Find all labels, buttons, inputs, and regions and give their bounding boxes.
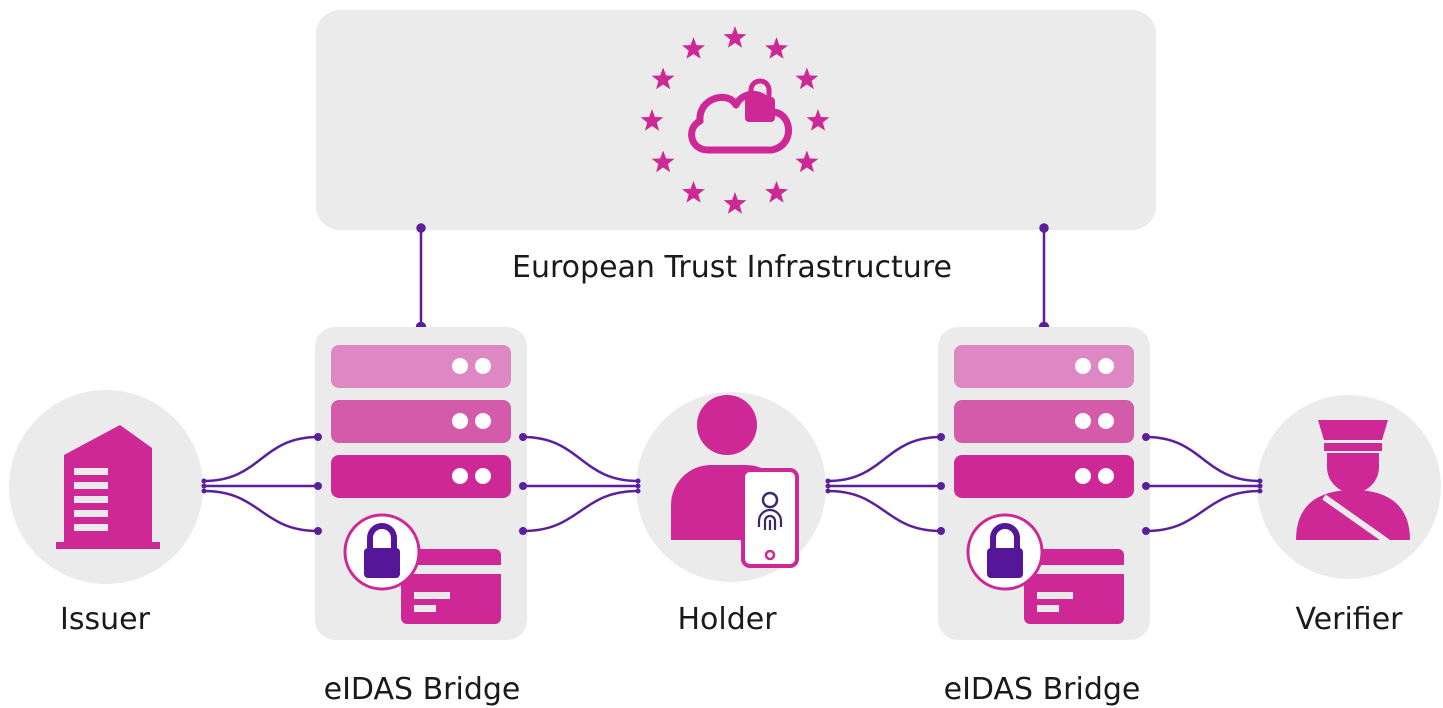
infrastructure-label: European Trust Infrastructure: [512, 250, 952, 285]
star-icon: [723, 192, 747, 214]
wire-dot: [519, 527, 527, 535]
star-icon: [795, 67, 819, 90]
wire-dot: [937, 527, 945, 535]
wire: [1145, 435, 1261, 483]
wire-dot: [1257, 478, 1263, 484]
wire-dot: [314, 433, 322, 441]
bridge-right: [938, 327, 1150, 640]
infrastructure-panel: [316, 10, 1156, 230]
wire: [522, 489, 639, 533]
wire-dot: [314, 527, 322, 535]
wire: [203, 489, 319, 533]
wire-dot: [1142, 482, 1150, 490]
star-icon: [682, 180, 705, 203]
wire-dot: [825, 478, 831, 484]
connection-wires: [203, 435, 1261, 533]
issuer-node: [9, 390, 203, 584]
wire: [1145, 489, 1261, 533]
star-icon: [651, 150, 675, 173]
wire-dot: [519, 433, 527, 441]
star-icon: [765, 180, 788, 203]
holder-node: [636, 392, 826, 582]
wire-dot: [201, 488, 207, 494]
wire-dot: [1142, 433, 1150, 441]
bridge-right-label: eIDAS Bridge: [943, 672, 1141, 707]
star-icon: [765, 37, 788, 59]
holder-label: Holder: [677, 602, 777, 637]
wire-dot: [1257, 488, 1263, 494]
wire-dot: [1142, 527, 1150, 535]
verifier-label: Verifier: [1295, 602, 1403, 637]
wire: [827, 435, 942, 483]
wire-dot: [1257, 483, 1263, 489]
wire-dot: [201, 483, 207, 489]
wire-dot: [314, 482, 322, 490]
star-icon: [723, 26, 747, 48]
bridge-left-label: eIDAS Bridge: [323, 672, 521, 707]
wire-dot: [937, 433, 945, 441]
cloud-lock-icon: [688, 78, 792, 154]
star-icon: [806, 109, 830, 131]
bridge-left: [315, 327, 527, 640]
wire-dot: [825, 488, 831, 494]
eu-stars-icon: [640, 26, 830, 214]
wire-dot: [825, 483, 831, 489]
wire-dot: [635, 478, 641, 484]
star-icon: [651, 67, 675, 90]
person-with-phone-icon: [671, 395, 799, 568]
officer-icon: [1296, 420, 1410, 548]
verifier-node: [1257, 395, 1441, 579]
wire: [827, 489, 942, 533]
star-icon: [795, 150, 819, 173]
wire-dot: [635, 488, 641, 494]
issuer-label: Issuer: [60, 602, 150, 637]
wire: [522, 435, 639, 483]
wire-dot: [635, 483, 641, 489]
star-icon: [640, 109, 664, 131]
wire: [203, 435, 319, 483]
star-icon: [682, 37, 705, 59]
building-icon: [56, 425, 160, 549]
wire-dot: [519, 482, 527, 490]
wire-dot: [937, 482, 945, 490]
connection-dots: [201, 433, 1263, 535]
wire-dot: [201, 478, 207, 484]
